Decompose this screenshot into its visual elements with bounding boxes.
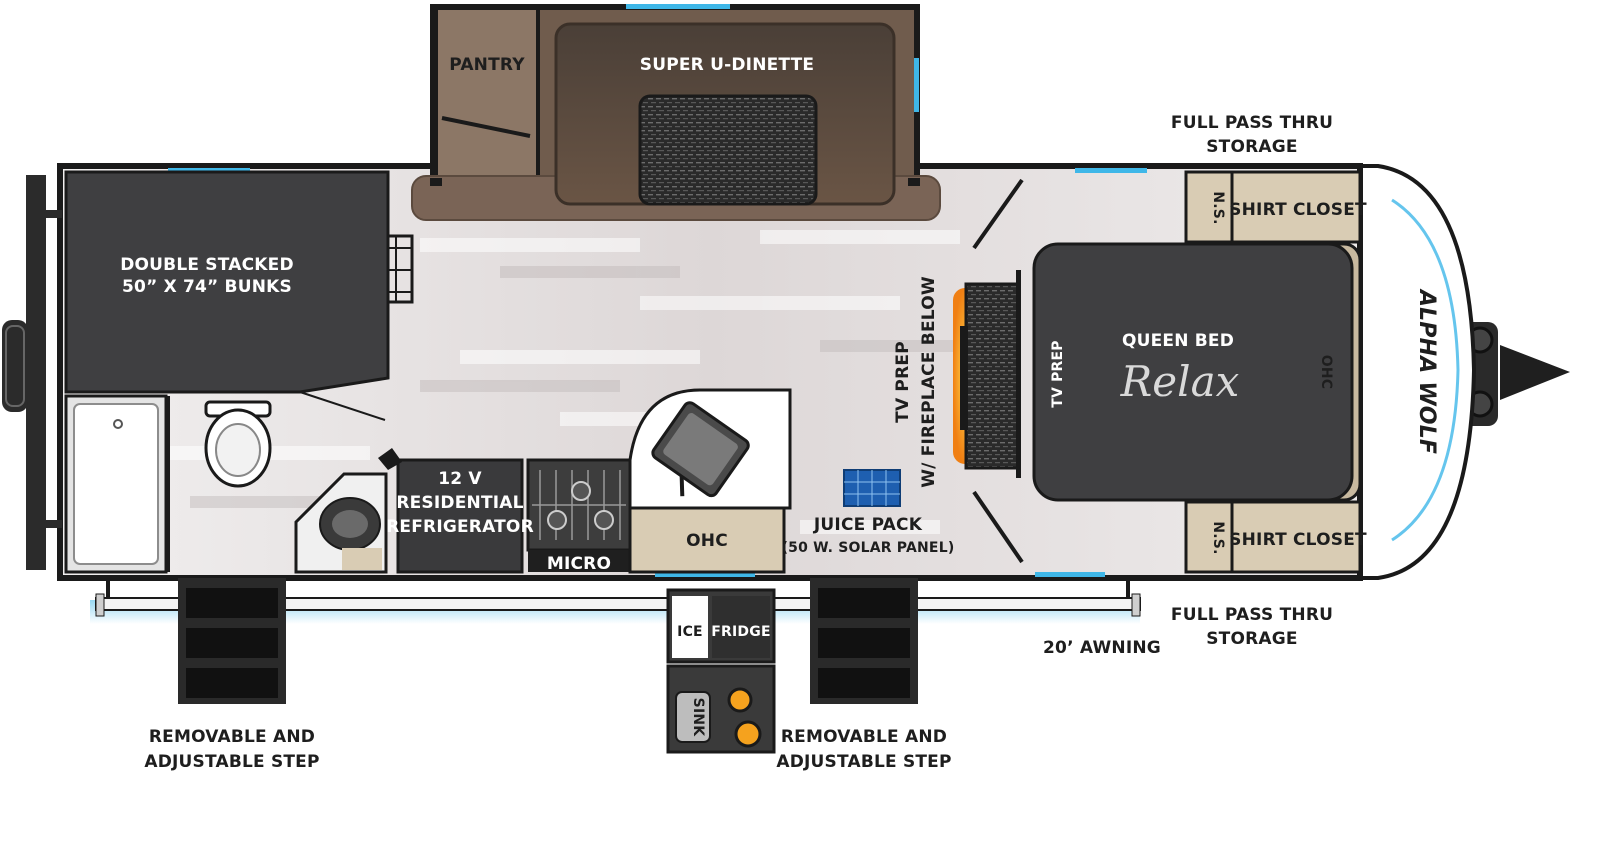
outdoor-fridge xyxy=(712,596,770,658)
solar-panel xyxy=(843,469,901,507)
label-storage-top-line2: STORAGE xyxy=(1206,137,1298,157)
bath-sink xyxy=(294,472,388,574)
label-dinette: SUPER U-DINETTE xyxy=(640,55,814,75)
label-queen-bed: QUEEN BED xyxy=(1122,331,1234,351)
bathroom xyxy=(64,391,388,574)
label-shirt-closet-top: SHIRT CLOSET xyxy=(1229,200,1367,220)
burner-icon xyxy=(734,720,762,748)
label-juice-pack: JUICE PACK xyxy=(813,515,923,535)
label-tv-prep-fireplace-line2: W/ FIREPLACE BELOW xyxy=(919,276,939,488)
shirt-closet-top xyxy=(1230,170,1362,244)
shower-tub xyxy=(73,403,159,565)
label-solar-panel: (50 W. SOLAR PANEL) xyxy=(782,540,955,556)
bedroom xyxy=(953,170,1362,574)
night-stand-bottom xyxy=(1184,500,1234,574)
relax-logo: Relax xyxy=(1120,357,1240,406)
queen-bed xyxy=(1032,242,1354,502)
label-storage-bottom-line2: STORAGE xyxy=(1206,629,1298,649)
kitchen xyxy=(378,388,792,574)
rear-bumper xyxy=(2,175,62,570)
label-micro: MICRO xyxy=(547,554,611,574)
microwave xyxy=(528,550,630,572)
slideout xyxy=(411,4,941,221)
label-outdoor-fridge: FRIDGE xyxy=(711,624,770,640)
label-step-right-line2: ADJUSTABLE STEP xyxy=(776,752,951,772)
label-bunks-line2: 50” X 74” BUNKS xyxy=(122,277,292,297)
bunks xyxy=(64,170,414,394)
dinette-table xyxy=(638,94,818,206)
ice-maker xyxy=(672,596,708,658)
outdoor-kitchen xyxy=(666,588,776,754)
burner-icon xyxy=(727,687,753,713)
label-fridge-line3: REFRIGERATOR xyxy=(386,517,534,537)
label-ns-bottom: N.S. xyxy=(1210,521,1226,554)
label-ohc-kitchen: OHC xyxy=(686,531,728,551)
label-ohc-bed: OHC xyxy=(1318,355,1334,390)
label-sink: SINK xyxy=(690,698,706,738)
label-tv-prep-bed: TV PREP xyxy=(1050,340,1066,408)
brand-logo: ALPHA WOLF xyxy=(1414,288,1439,454)
label-storage-top-line1: FULL PASS THRU xyxy=(1171,113,1333,133)
label-ice: ICE xyxy=(677,624,703,640)
shirt-closet-bottom xyxy=(1230,500,1362,574)
label-step-left-line1: REMOVABLE AND xyxy=(149,727,315,747)
step-right xyxy=(810,578,918,704)
fireplace xyxy=(953,270,1021,478)
label-tv-prep-fireplace-line1: TV PREP xyxy=(893,341,913,423)
step-left xyxy=(178,578,286,704)
label-fridge-line2: RESIDENTIAL xyxy=(396,493,523,513)
label-step-right-line1: REMOVABLE AND xyxy=(781,727,947,747)
label-awning: 20’ AWNING xyxy=(1043,638,1161,658)
label-step-left-line2: ADJUSTABLE STEP xyxy=(144,752,319,772)
kitchen-sink xyxy=(651,401,750,498)
outdoor-sink xyxy=(675,691,711,743)
pantry xyxy=(438,10,536,182)
refrigerator xyxy=(396,458,524,574)
hitch xyxy=(1462,322,1570,426)
label-ns-top: N.S. xyxy=(1210,191,1226,224)
toilet xyxy=(204,400,272,488)
label-shirt-closet-bottom: SHIRT CLOSET xyxy=(1229,530,1367,550)
label-pantry: PANTRY xyxy=(449,55,525,75)
label-storage-bottom-line1: FULL PASS THRU xyxy=(1171,605,1333,625)
label-bunks-line1: DOUBLE STACKED xyxy=(120,255,294,275)
label-fridge-line1: 12 V xyxy=(438,469,482,489)
